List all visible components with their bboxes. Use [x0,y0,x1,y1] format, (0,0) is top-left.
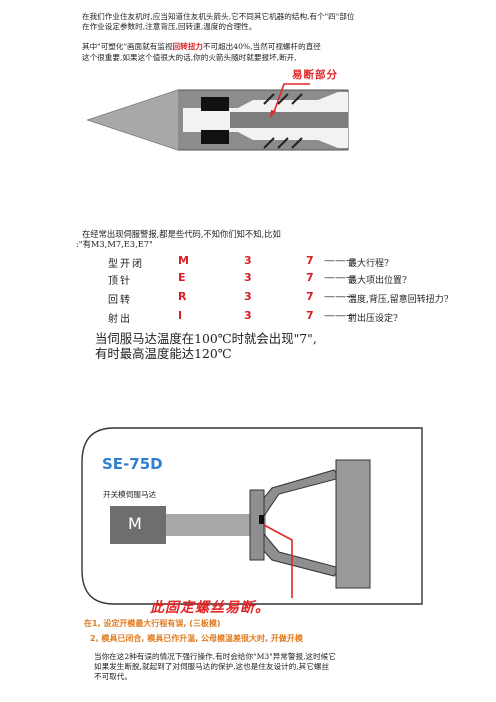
fixing-screw [259,515,264,524]
screw-tip-face [88,90,178,150]
screw-callout: 此固定螺丝易断。 [150,600,270,616]
motor-shaft [166,514,266,536]
note-1: 在1, 设定开模最大行程有误, (三板模) [84,619,221,628]
conclusion-line-2: 如果发生断脱,就起到了对伺服马达的保护,这也是住友设计的,其它螺丝 [94,662,330,671]
alarm-row-label: 射出 [108,314,132,325]
alarm-code-letter: I [178,309,183,322]
torque-line-1-pre: 其中"可塑化"画面就有监视 [82,42,173,51]
alarm-intro-line-1: 在经常出现伺服警报,都是些代码,不知你们知不知,比如 [82,229,281,239]
alarm-row-desc: 最大行程? [348,259,389,269]
alarm-row-desc: 射出压设定? [348,314,398,324]
screw-pointer [263,524,293,598]
torque-line-2: 这个很重要,如果这个值很大的话,你的火箭头随时就要报坏,断开, [82,53,297,62]
alarm-row-label: 型开闭 [108,259,144,270]
note-2: 2, 模具已闭合, 模具已作升温, 公母模温差很大时, 开做开模 [90,634,303,643]
conclusion-line-3: 不可取代。 [94,672,132,681]
fragile-pointer [273,83,310,113]
fragile-part-callout: 易断部分 [292,69,338,81]
check-ring-top [201,97,229,111]
motor-letter: M [128,514,142,533]
alarm-row-desc: 温度,背压,留意回转扭力? [348,295,449,305]
alarm-row-label: 回转 [108,295,132,306]
fragile-hatching [263,93,303,149]
alarm-code-num-1: 3 [244,290,252,303]
check-ring-bottom [201,130,229,144]
alarm-row-label: 顶针 [108,276,132,287]
alarm-intro-line-2: :"有M3,M7,E3,E7" [76,239,153,249]
motor-caption: 开关模伺服马达 [103,490,157,499]
arrow-icon: ——→ [324,271,356,284]
alarm-code-letter: E [178,271,186,284]
temp-summary-line-1: 当伺服马达温度在100℃时就会出现"7", [95,331,317,346]
toggle-upright [249,489,265,561]
torque-highlight: 回转扭力 [172,42,203,51]
alarm-code-letter: R [178,290,187,303]
alarm-code-num-2: 7 [306,271,314,284]
alarm-code-num-1: 3 [244,309,252,322]
torque-line-1-post: 不可超出40%,当然可视螺杆的直径 [202,42,321,51]
moving-platen [335,459,371,589]
alarm-row-desc: 最大项出位置? [348,276,407,286]
intro-line-2: 在作业设定参数时,注意背压,回转速,温度的合理性。 [82,22,257,31]
torque-line-1: 其中"可塑化"画面就有监视回转扭力不可超出40%,当然可视螺杆的直径 [82,42,321,53]
arrow-icon: ——→ [324,290,356,303]
alarm-code-num-1: 3 [244,254,252,267]
arrow-icon: ——→ [324,309,356,322]
temp-summary-line-2: 有时最高温度能达120℃ [95,346,232,361]
conclusion-line-1: 当你在这2种有误的情况下强行操作,有时会给你"M3"异常警报,这时候它 [94,652,336,661]
alarm-code-num-2: 7 [306,309,314,322]
alarm-code-num-2: 7 [306,254,314,267]
machine-diagram [81,427,423,605]
fragile-pointer-head [270,110,276,118]
servo-motor [110,506,166,544]
machine-model-label: SE-75D [102,455,163,473]
inner-shaft [230,112,348,128]
screw-tip-diagram [86,83,349,151]
alarm-code-num-2: 7 [306,290,314,303]
alarm-code-letter: M [178,254,189,267]
alarm-code-num-1: 3 [244,271,252,284]
arrow-icon: ——→ [324,254,356,267]
intro-line-1: 在我们作业住友机时,应当知道住友机头箭头,它不同其它机器的结构,有个"四"部位 [82,12,355,21]
